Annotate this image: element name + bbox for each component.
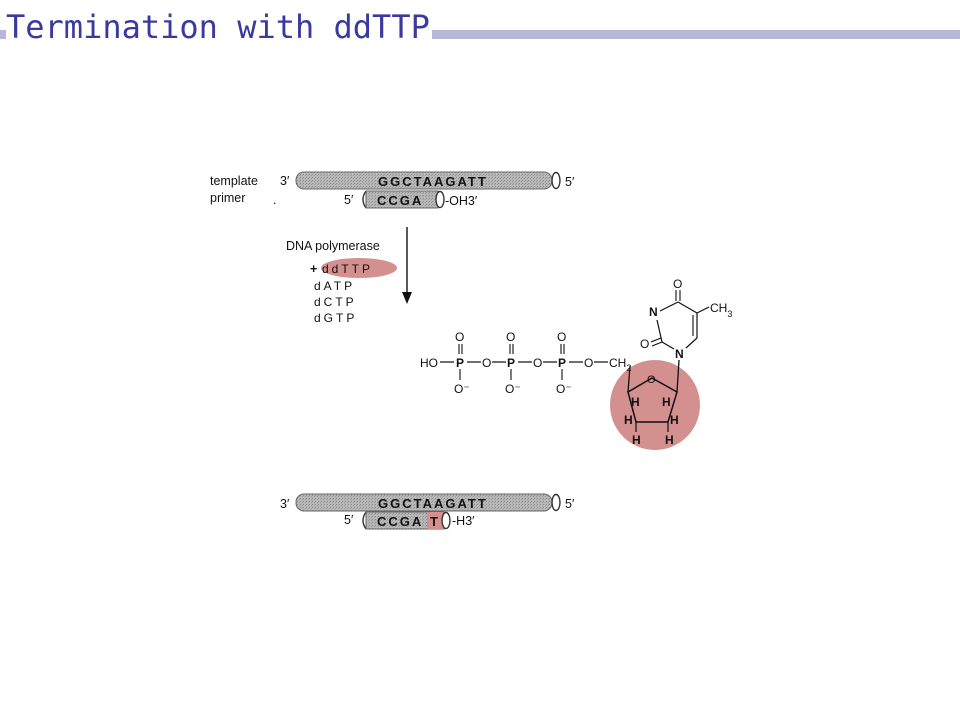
- oxo-oxygen-1: O: [455, 330, 464, 344]
- h-c1: H: [662, 395, 671, 409]
- primer-end-cap: [435, 190, 445, 209]
- title-underline-bar: [0, 30, 960, 39]
- nucleotide-dctp: dCTP: [314, 295, 357, 309]
- slide-title: Termination with ddTTP: [6, 6, 432, 48]
- bottom-primer-5prime-end: 5′: [344, 513, 354, 527]
- template-end-cap: [551, 171, 561, 190]
- o-minus-2: O⁻: [505, 382, 521, 396]
- h-c2a: H: [670, 413, 679, 427]
- primer-start-cap: [362, 190, 367, 209]
- dot-mark: .: [273, 193, 276, 207]
- reaction-block: DNA polymerase + ddTTP dATP dCTP dGTP: [286, 227, 412, 325]
- bottom-primer-start-cap: [362, 511, 367, 530]
- bottom-template-5prime-end: 5′: [565, 497, 575, 511]
- template-3prime-end: 3′: [280, 174, 290, 188]
- reaction-arrow-head: [402, 292, 412, 304]
- bridging-oxygen-2: O: [533, 356, 542, 370]
- c4-oxygen: O: [673, 277, 682, 291]
- bottom-primer-sequence: CCGA: [377, 514, 423, 529]
- h-c4: H: [631, 395, 640, 409]
- primer-label: primer: [210, 191, 245, 205]
- ho-group: HO: [420, 356, 438, 370]
- plus-sign: +: [310, 262, 317, 276]
- ddttp-structure: HO P O P O P O CH2 O O O O⁻ O⁻ O⁻: [420, 277, 732, 450]
- nucleotide-dgtp: dGTP: [314, 311, 357, 325]
- h-c3b: H: [632, 433, 641, 447]
- ch2-group: CH2: [609, 356, 631, 373]
- o-minus-3: O⁻: [556, 382, 572, 396]
- phosphorus-1: P: [456, 356, 464, 370]
- bottom-duplex: 3′ GGCTAAGATT 5′ 5′ CCGA T -H3′: [280, 493, 575, 530]
- template-sequence: GGCTAAGATT: [378, 174, 488, 189]
- c2-oxygen: O: [640, 337, 649, 351]
- template-5prime-end: 5′: [565, 175, 575, 189]
- nucleotide-datp: dATP: [314, 279, 355, 293]
- enzyme-label: DNA polymerase: [286, 239, 380, 253]
- bottom-template-3prime-end: 3′: [280, 497, 290, 511]
- bottom-template-end-cap: [551, 493, 561, 512]
- top-duplex: template primer . 3′ GGCTAAGATT 5′ 5′ CC…: [210, 171, 575, 209]
- ddttp-highlight: [321, 258, 397, 278]
- bridging-oxygen-1: O: [482, 356, 491, 370]
- ring-oxygen: O: [647, 374, 656, 386]
- primer-sequence: CCGA: [377, 193, 423, 208]
- template-label: template: [210, 174, 258, 188]
- primer-3prime-oh: -OH3′: [445, 194, 478, 208]
- added-base-t: T: [430, 514, 440, 529]
- added-ddt-highlight: [427, 512, 443, 529]
- phosphorus-3: P: [558, 356, 566, 370]
- n3-atom: N: [649, 305, 658, 319]
- bottom-primer-3prime-h: -H3′: [452, 514, 475, 528]
- nucleotide-ddttp: ddTTP: [322, 262, 373, 276]
- sugar-ring: [627, 377, 678, 423]
- n1-atom: N: [675, 347, 684, 361]
- oxo-oxygen-2: O: [506, 330, 515, 344]
- bridging-oxygen-3: O: [584, 356, 593, 370]
- phosphorus-2: P: [507, 356, 515, 370]
- bottom-primer-end-cap: [441, 511, 451, 530]
- bottom-template-sequence: GGCTAAGATT: [378, 496, 488, 511]
- h-c2b: H: [665, 433, 674, 447]
- h-c3a: H: [624, 413, 633, 427]
- o-minus-1: O⁻: [454, 382, 470, 396]
- primer-5prime-end: 5′: [344, 193, 354, 207]
- methyl-group: CH3: [710, 301, 732, 319]
- oxo-oxygen-3: O: [557, 330, 566, 344]
